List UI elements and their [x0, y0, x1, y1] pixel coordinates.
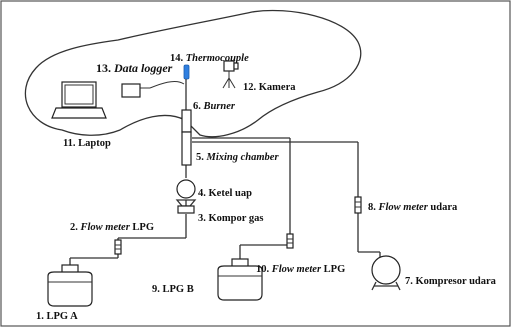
label-lpg-a: 1. LPG A	[36, 311, 78, 322]
burner-icon	[181, 109, 192, 133]
label-kamera: 12. Kamera	[243, 82, 296, 93]
label-flow-meter-udara: 8. Flow meter udara	[368, 202, 458, 213]
label-flow-meter-lpg-2: 2. Flow meter LPG	[70, 222, 154, 233]
thermocouple-icon	[183, 64, 190, 110]
air-compressor-icon	[371, 255, 401, 291]
data-logger-icon	[121, 83, 141, 98]
label-laptop: 11. Laptop	[63, 138, 111, 149]
enclosure-outline	[24, 9, 362, 138]
piping-network	[69, 81, 381, 268]
label-kompresor-udara: 7. Kompresor udara	[405, 276, 497, 287]
label-ketel-uap: 4. Ketel uap	[198, 188, 252, 199]
lpg-tank-icon	[217, 258, 263, 301]
label-mixing-chamber: 5. Mixing chamber	[196, 152, 279, 163]
label-data-logger: 13. Data logger	[96, 61, 173, 75]
mixing-chamber-icon	[181, 131, 192, 166]
label-kompor-gas: 3. Kompor gas	[198, 213, 263, 224]
flow-meter-icon	[286, 233, 294, 249]
gas-stove-icon	[177, 205, 195, 214]
lpg-tank-icon	[47, 264, 93, 307]
steam-boiler-icon	[175, 179, 197, 207]
flow-meter-icon	[114, 239, 122, 255]
label-burner: 6. Burner	[193, 101, 236, 112]
camera-icon	[222, 60, 239, 89]
label-lpg-b: 9. LPG B	[152, 284, 194, 295]
laptop-icon	[51, 81, 107, 119]
flow-meter-icon	[354, 196, 362, 214]
label-flow-meter-lpg-10: 10. Flow meter LPG	[256, 264, 345, 275]
label-thermocouple: 14. Thermocouple	[170, 53, 249, 64]
